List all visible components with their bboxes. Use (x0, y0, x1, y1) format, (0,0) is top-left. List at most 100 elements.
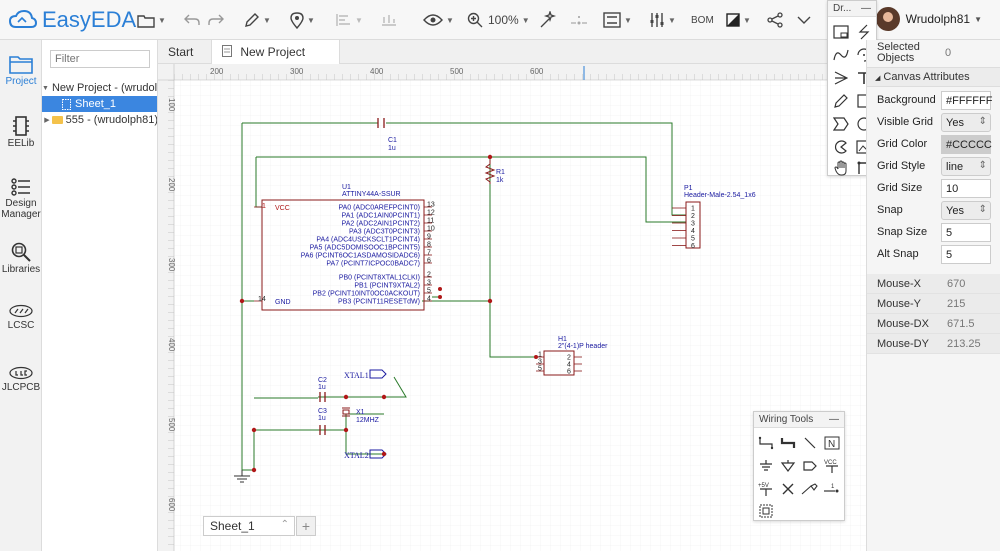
tool-arrow[interactable] (830, 67, 852, 89)
prop-grid-color: Grid Color #CCCCC (867, 133, 1000, 155)
nav-design-manager[interactable]: Design Manager (0, 178, 42, 220)
properties-panel: Selected Objects 0 ◢Canvas Attributes Ba… (866, 40, 1000, 551)
tools-menu-button[interactable]: ▼ (649, 9, 676, 31)
nav-project[interactable]: Project (0, 54, 42, 87)
easyeda-logo[interactable]: EasyEDA (8, 7, 136, 33)
chip-icon (13, 116, 29, 136)
tool-freehand[interactable] (830, 90, 852, 112)
nav-eelib[interactable]: EELib (0, 116, 42, 149)
snap-size-input[interactable]: 5 (941, 222, 991, 242)
redo-button[interactable] (208, 9, 224, 31)
tool-wire[interactable] (755, 432, 777, 454)
chevron-down-icon: ▼ (668, 15, 676, 25)
folder-icon (137, 14, 155, 28)
filter-input[interactable] (50, 50, 150, 68)
u1-pin-num: 8 (427, 242, 431, 249)
cross-probe-icon (571, 16, 587, 25)
theme-menu-button[interactable]: ▼ (726, 9, 751, 31)
prop-label: Snap Size (877, 226, 928, 238)
user-menu[interactable]: Wrudolph81 ▼ (875, 7, 982, 31)
nav-jlcpcb[interactable]: JLCPCB (0, 366, 42, 393)
tool-bus[interactable] (777, 432, 799, 454)
zoom-menu-button[interactable]: 100% ▼ (467, 9, 530, 31)
chevron-down-icon: ▼ (158, 15, 166, 25)
design-menu-button[interactable]: ▼ (603, 9, 632, 31)
nav-libraries[interactable]: Libraries (0, 242, 42, 275)
grid-style-select[interactable]: line (941, 156, 991, 176)
tool-bezier[interactable] (830, 44, 852, 66)
caret-right-icon[interactable]: ▶ (44, 117, 50, 124)
tool-power-triangle[interactable] (777, 455, 799, 477)
tree-item-new-project[interactable]: ▼ New Project - (wrudolph81) (42, 80, 157, 96)
tab-start[interactable]: Start (158, 40, 212, 64)
grid-color-input[interactable]: #CCCCC (941, 134, 992, 154)
share-button[interactable] (767, 9, 783, 31)
u1-pin-name: PA1 (ADC1AIN0PCINT1) (342, 213, 420, 220)
tool-net-label[interactable]: N (821, 432, 843, 454)
alt-snap-input[interactable]: 5 (941, 244, 991, 264)
drc-button[interactable] (539, 9, 557, 31)
tool-plus5v[interactable]: +5V (755, 478, 777, 500)
undo-button[interactable] (184, 9, 200, 31)
nav-lcsc-label: LCSC (7, 320, 35, 331)
tree-item-sheet-1[interactable]: Sheet_1 (42, 96, 157, 112)
minimize-icon[interactable]: — (861, 3, 871, 14)
sheet-selector-value: Sheet_1 (210, 519, 255, 533)
drawing-tools-header[interactable]: Dr... — (828, 1, 876, 17)
tool-group[interactable] (755, 500, 777, 522)
wiring-tools-header[interactable]: Wiring Tools — (754, 412, 844, 428)
p1-pin-num: 3 (691, 221, 695, 228)
distribute-button[interactable] (381, 9, 397, 31)
tool-polyline[interactable] (853, 21, 875, 43)
chevron-down-icon: ▼ (307, 15, 315, 25)
caret-down-icon[interactable]: ▼ (42, 84, 49, 92)
visible-grid-select[interactable]: Yes (941, 112, 991, 132)
prop-snap: Snap Yes (867, 199, 1000, 221)
edit-menu-button[interactable]: ▼ (244, 9, 271, 31)
background-color-input[interactable]: #FFFFFF (941, 90, 992, 110)
ruler-left-label: 100 (167, 98, 176, 112)
p1-ref: P1 (684, 185, 693, 192)
undo-icon (184, 14, 200, 25)
bom-button[interactable]: BOM (691, 14, 714, 26)
jlcpcb-logo-icon (9, 366, 33, 380)
add-sheet-button[interactable]: + (296, 516, 316, 536)
place-menu-button[interactable]: ▼ (290, 9, 315, 31)
tool-no-connect[interactable] (777, 478, 799, 500)
tool-net-port[interactable] (799, 455, 821, 477)
hand-icon (834, 160, 847, 176)
sheet-selector[interactable]: Sheet_1 ⌃ (203, 516, 295, 536)
grid-size-input[interactable]: 10 (941, 178, 991, 198)
h1-part: 2"(4-1)P header (558, 343, 608, 350)
more-menu-button[interactable] (797, 9, 811, 31)
u1-pin-name: PB1 (PCINT9XTAL2) (354, 283, 420, 290)
ruler-top-label: 400 (370, 67, 384, 76)
mouse-dy-row: Mouse-DY 213.25 (867, 334, 1000, 354)
tool-pie[interactable] (830, 136, 852, 158)
schematic-canvas[interactable]: 200 300 400 500 600 100 200 300 400 500 … (158, 64, 866, 551)
tree-item-555[interactable]: ▶ 555 - (wrudolph81) (42, 112, 157, 128)
tool-gnd[interactable] (755, 455, 777, 477)
cross-icon (782, 483, 794, 495)
mouse-x-row: Mouse-X 670 (867, 274, 1000, 294)
snap-select[interactable]: Yes (941, 200, 991, 220)
tool-pin[interactable]: 1 (821, 478, 843, 500)
tool-probe[interactable] (799, 478, 821, 500)
nav-lcsc[interactable]: LCSC (0, 304, 42, 331)
tab-new-project[interactable]: New Project (212, 40, 340, 64)
tool-pan[interactable] (830, 157, 852, 179)
cross-probe-button[interactable] (570, 9, 588, 31)
tool-bus-entry-line[interactable] (799, 432, 821, 454)
tool-polygon[interactable] (830, 113, 852, 135)
group-icon (759, 504, 773, 518)
bus-icon (780, 438, 796, 448)
align-menu-button[interactable]: ▼ (336, 9, 363, 31)
view-menu-button[interactable]: ▼ (423, 9, 454, 31)
tool-bus-entry[interactable] (830, 21, 852, 43)
distribute-icon (382, 15, 396, 26)
tool-vcc[interactable]: VCC (821, 455, 843, 477)
minimize-icon[interactable]: — (829, 414, 839, 425)
file-menu-button[interactable]: ▼ (137, 9, 166, 31)
u1-pin-num: 4 (427, 296, 431, 303)
canvas-attributes-header[interactable]: ◢Canvas Attributes (867, 67, 1000, 87)
